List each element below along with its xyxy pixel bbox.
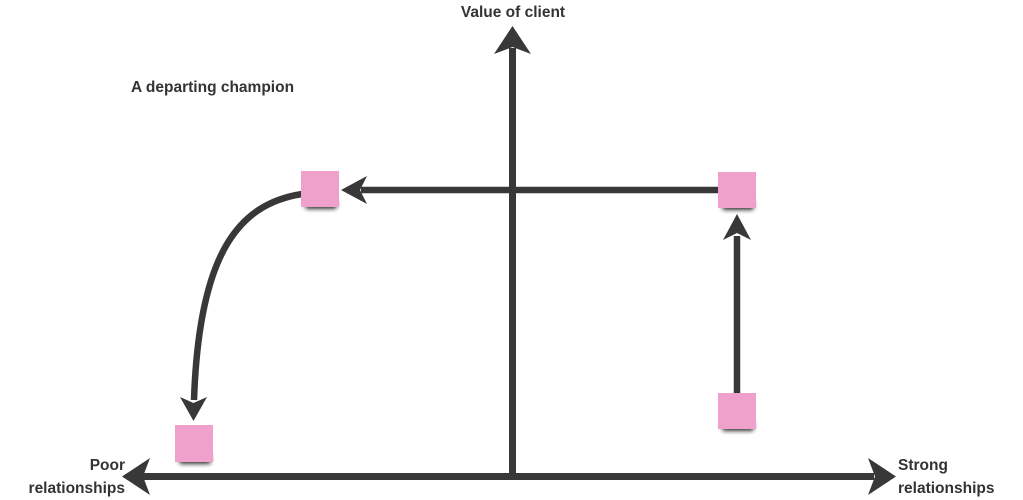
x-axis-left-label-line2: relationships — [29, 480, 125, 497]
connector-left-arrowhead-icon — [341, 176, 367, 204]
note-lower-right-rect[interactable] — [718, 393, 756, 429]
x-axis-arrowhead-left-icon — [122, 458, 150, 495]
note-upper-left-rect[interactable] — [301, 171, 339, 207]
connector-down-arrowhead-icon — [180, 397, 207, 421]
note-upper-right-rect[interactable] — [718, 172, 756, 208]
note-upper-left[interactable] — [301, 171, 339, 209]
y-axis — [494, 26, 531, 477]
connector-up-arrowhead-icon — [723, 214, 751, 240]
diagram-annotation: A departing champion — [131, 79, 294, 96]
x-axis-right-label-line1: Strong — [898, 457, 948, 474]
x-axis-right-label-line2: relationships — [898, 480, 994, 497]
note-upper-right[interactable] — [718, 172, 756, 210]
connector-curved-down — [180, 190, 303, 421]
connector-curved-line — [190, 190, 303, 401]
connector-left — [341, 176, 719, 204]
x-axis-arrowhead-right-icon — [868, 458, 896, 495]
y-axis-label: Value of client — [461, 4, 565, 21]
x-axis-left-label-line1: Poor — [90, 457, 125, 474]
note-lower-left-rect[interactable] — [175, 425, 213, 462]
x-axis — [122, 458, 896, 495]
connector-up — [723, 214, 751, 394]
y-axis-arrowhead-up-icon — [494, 26, 531, 54]
note-lower-right[interactable] — [718, 393, 756, 431]
note-lower-left[interactable] — [175, 425, 213, 464]
